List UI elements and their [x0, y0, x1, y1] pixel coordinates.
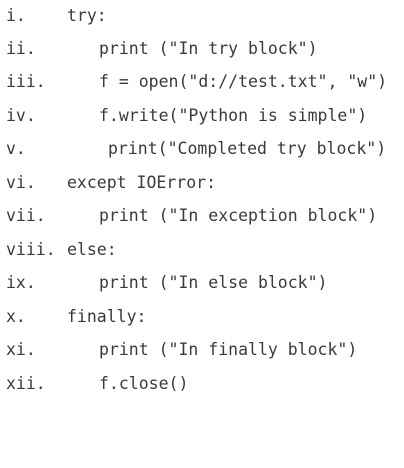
code-line: ii. print ("In try block") [0, 37, 318, 61]
code-line: v. print("Completed try block") [0, 137, 386, 161]
line-number: v. [6, 139, 26, 158]
code-line: iv. f.write("Python is simple") [0, 104, 367, 128]
line-number: iv. [6, 106, 36, 125]
code-line: xii. f.close() [0, 372, 188, 396]
code-line: vii. print ("In exception block") [0, 204, 377, 228]
line-number: i. [6, 6, 26, 25]
code-line: xi. print ("In finally block") [0, 338, 357, 362]
line-code: f.write("Python is simple") [99, 106, 368, 125]
line-code: finally: [67, 307, 147, 326]
line-number: ii. [6, 39, 36, 58]
code-line: ix. print ("In else block") [0, 271, 327, 295]
line-code: print ("In try block") [99, 39, 318, 58]
line-number: xii. [6, 374, 46, 393]
line-code: print ("In exception block") [99, 206, 378, 225]
line-code: print ("In else block") [99, 273, 328, 292]
line-number: viii. [6, 240, 56, 259]
code-line: x. finally: [0, 305, 146, 329]
line-code: f = open("d://test.txt", "w") [99, 72, 388, 91]
line-number: x. [6, 307, 26, 326]
line-code: print("Completed try block") [108, 139, 387, 158]
line-code: try: [67, 6, 107, 25]
line-code: f.close() [99, 374, 189, 393]
line-number: ix. [6, 273, 36, 292]
line-code: print ("In finally block") [99, 340, 358, 359]
line-code: else: [67, 240, 117, 259]
line-number: vi. [6, 173, 36, 192]
line-number: xi. [6, 340, 36, 359]
code-listing: i. try: ii. print ("In try block") iii. … [0, 4, 387, 396]
code-line: iii. f = open("d://test.txt", "w") [0, 70, 387, 94]
line-number: vii. [6, 206, 46, 225]
code-line: i. try: [0, 4, 107, 28]
code-line: vi. except IOError: [0, 171, 216, 195]
code-line: viii. else: [0, 238, 117, 262]
line-code: except IOError: [67, 173, 217, 192]
line-number: iii. [6, 72, 46, 91]
